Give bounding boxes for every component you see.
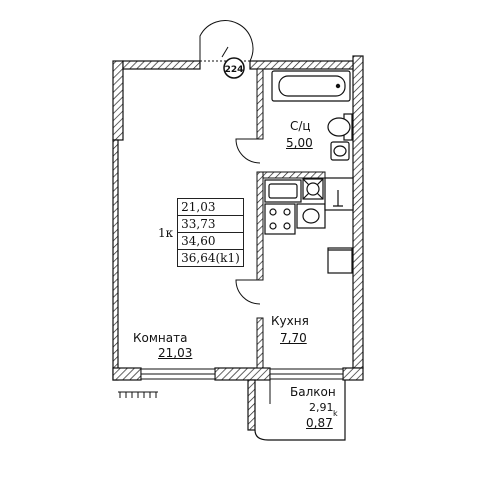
interior-walls — [256, 68, 326, 369]
kitchen-label: Кухня — [271, 314, 309, 328]
bathtub-icon — [271, 70, 351, 102]
rooms-count: 1к — [155, 198, 179, 267]
kitchen-door — [235, 279, 261, 305]
living-room-area: 21,03 — [158, 346, 193, 360]
apartment-number-badge: 224 — [223, 57, 245, 79]
total-area: 34,60 — [177, 232, 244, 250]
balcony-coef-note: k — [333, 409, 338, 418]
sink-icon — [330, 141, 350, 161]
bathroom-door — [235, 138, 261, 164]
balcony-window — [269, 368, 344, 380]
balcony-area: 2,91 — [309, 401, 334, 414]
entry-door — [199, 20, 254, 62]
balcony-label: Балкон — [290, 385, 336, 399]
washing-machine-icon — [302, 178, 324, 200]
total-area-with-coef: 36,64(k1) — [177, 249, 244, 267]
balcony-outline — [254, 380, 346, 441]
area-summary-table: 1к 21,03 33,73 34,60 36,64(k1) — [155, 198, 244, 267]
bathroom-area: 5,00 — [286, 136, 313, 150]
kitchen-area: 7,70 — [280, 331, 307, 345]
window — [140, 368, 216, 380]
balcony-coef-area: 0,87 — [306, 416, 333, 430]
living-room-label: Комната — [133, 331, 188, 345]
fridge-icon — [327, 247, 353, 274]
toilet-icon — [327, 113, 353, 141]
radiator-icon — [118, 391, 158, 398]
kitchen-counter — [264, 177, 354, 235]
exterior-walls — [112, 55, 364, 431]
bathroom-label: С/ц — [290, 119, 311, 133]
total-area-without-balcony: 33,73 — [177, 215, 244, 233]
apartment-number: 224 — [225, 65, 244, 75]
living-area: 21,03 — [177, 198, 244, 216]
